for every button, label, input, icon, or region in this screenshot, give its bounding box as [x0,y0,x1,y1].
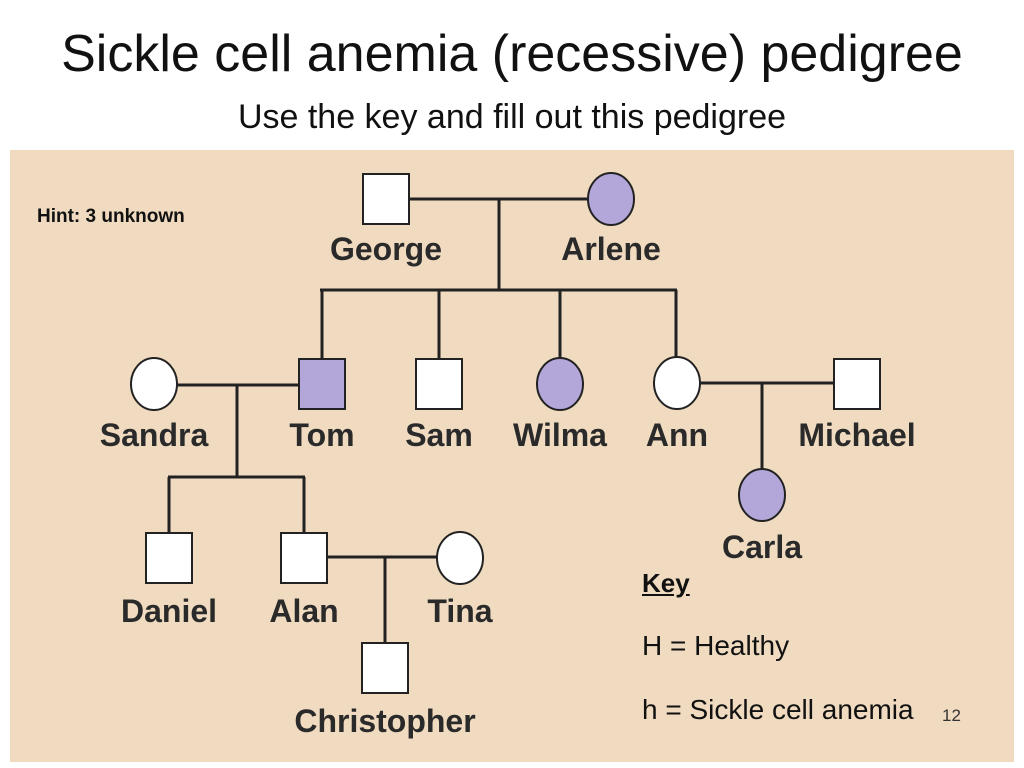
person-name-sam: Sam [405,417,473,453]
slide-number: 12 [942,706,961,725]
male-symbol-tom [298,358,346,410]
person-name-george: George [330,231,442,267]
person-name-christopher: Christopher [294,703,475,739]
female-symbol-arlene [587,172,635,226]
male-symbol-sam [415,358,463,410]
person-name-tom: Tom [289,417,354,453]
pedigree-panel [10,150,1014,762]
female-symbol-tina [436,531,484,585]
person-name-michael: Michael [798,417,915,453]
male-symbol-george [362,173,410,225]
pedigree-symbols [130,172,881,694]
page-subtitle: Use the key and fill out this pedigree [237,98,787,136]
female-symbol-ann [653,356,701,410]
person-name-carla: Carla [722,529,802,565]
female-symbol-wilma [536,357,584,411]
pedigree-lines [167,197,835,642]
key-line-healthy: H = Healthy [642,630,790,661]
male-symbol-daniel [145,532,193,584]
person-name-tina: Tina [427,593,492,629]
male-symbol-michael [833,358,881,410]
male-symbol-alan [280,532,328,584]
person-name-alan: Alan [269,593,338,629]
female-symbol-carla [738,468,786,522]
page-title: Sickle cell anemia (recessive) pedigree [61,25,963,83]
key-line-sickle: h = Sickle cell anemia [642,694,914,725]
person-name-ann: Ann [646,417,708,453]
hint-text: Hint: 3 unknown [37,206,185,227]
male-symbol-christopher [361,642,409,694]
female-symbol-sandra [130,357,178,411]
key-title: Key [642,568,690,598]
person-name-daniel: Daniel [121,593,217,629]
person-name-wilma: Wilma [513,417,607,453]
person-name-sandra: Sandra [100,417,209,453]
person-name-arlene: Arlene [561,231,661,267]
